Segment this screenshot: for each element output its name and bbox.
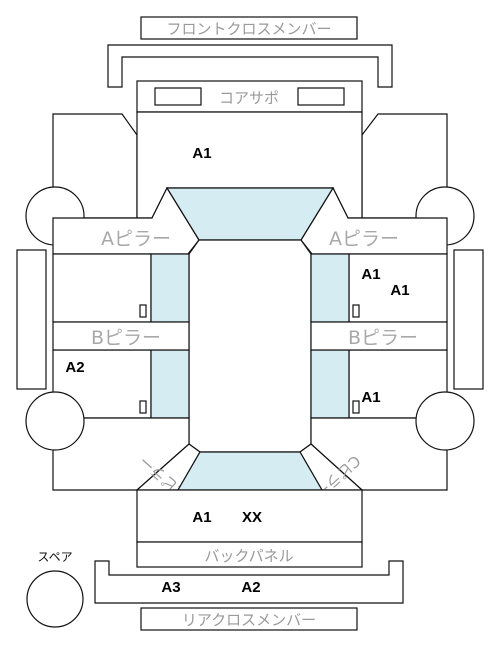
mark-front-right-door-2: A1 xyxy=(390,282,409,299)
rear-left-window xyxy=(150,349,190,419)
rear-right-door-handle xyxy=(352,400,360,414)
rear-bumper-bracket xyxy=(94,560,404,604)
front-bumper-bracket xyxy=(107,44,393,88)
headlight-left xyxy=(154,87,202,106)
rear-left-door-handle xyxy=(139,400,147,414)
mark-front-right-door-1: A1 xyxy=(361,266,380,283)
trunk-lid xyxy=(136,489,363,543)
b-pillar-right-strip xyxy=(310,321,448,351)
b-pillar-right-label: Bピラー xyxy=(348,327,418,349)
front-right-door xyxy=(348,253,448,323)
front-left-door xyxy=(52,253,152,323)
a-pillar-left-label: Aピラー xyxy=(101,228,171,250)
mark-rear-right-door: A1 xyxy=(361,389,380,406)
b-pillar-left-strip xyxy=(52,321,190,351)
rear-windshield-glass xyxy=(176,451,324,491)
front-cross-member-label: フロントクロスメンバー xyxy=(166,20,331,38)
rear-cross-member-box xyxy=(140,607,358,631)
left-side-rail xyxy=(16,249,47,390)
roof-panel xyxy=(188,239,312,453)
mark-trunk-1: A1 xyxy=(192,509,211,526)
front-right-door-handle xyxy=(352,304,360,318)
rear-left-wheel xyxy=(25,391,85,451)
a-pillar-right-label: Aピラー xyxy=(329,228,399,250)
mark-rear-cross-1: A3 xyxy=(161,579,180,596)
b-pillar-left-label: Bピラー xyxy=(91,327,161,349)
right-side-rail xyxy=(453,249,484,390)
back-panel-label: バックパネル xyxy=(204,547,293,565)
front-cross-member-box xyxy=(140,16,358,40)
back-panel-box xyxy=(136,541,363,568)
front-left-door-handle xyxy=(139,304,147,318)
mark-rear-left-door: A2 xyxy=(65,359,84,376)
core-support-label: コアサポ xyxy=(219,89,279,107)
headlight-right xyxy=(297,87,345,106)
mark-trunk-2: XX xyxy=(242,509,262,526)
mark-hood: A1 xyxy=(192,145,211,162)
front-left-window xyxy=(150,253,190,323)
rear-left-door xyxy=(52,349,152,419)
rear-right-window xyxy=(310,349,350,419)
mark-rear-cross-2: A2 xyxy=(241,579,260,596)
spare-label: スペア xyxy=(37,550,72,564)
front-right-window xyxy=(310,253,350,323)
rear-cross-member-label: リアクロスメンバー xyxy=(182,611,316,629)
spare-tire xyxy=(26,570,84,628)
rear-right-wheel xyxy=(415,391,475,451)
